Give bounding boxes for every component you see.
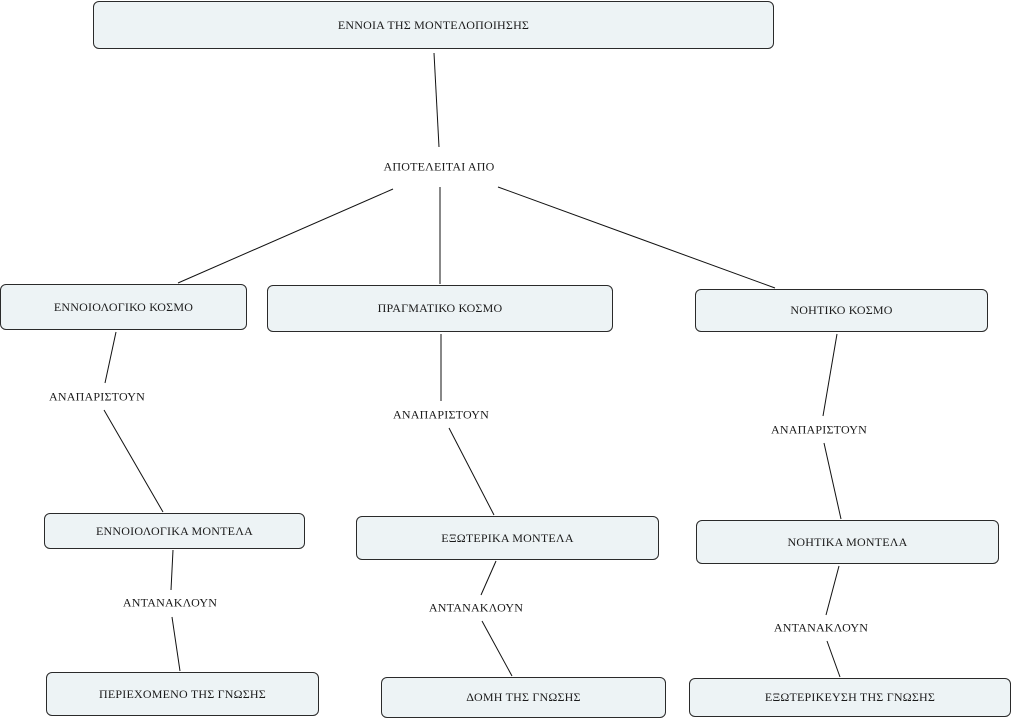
represent-linking-phrase-2: ΑΝΑΠΑΡΙΣΤΟΥΝ xyxy=(393,407,489,422)
conceptual-world-label: ΕΝΝΟΙΟΛΟΓΙΚΟ ΚΟΣΜΟ xyxy=(53,299,194,314)
knowledge-externalization-label: ΕΞΩΤΕΡΙΚΕΥΣΗ ΤΗΣ ΓΝΩΣΗΣ xyxy=(764,690,936,704)
conceptual-models-label: ΕΝΝΟΙΟΛΟΓΙΚΑ ΜΟΝΤΕΛΑ xyxy=(96,523,253,538)
connector-represent-to-conceptual-models xyxy=(103,409,164,513)
real-world-node[interactable]: ΠΡΑΓΜΑΤΙΚΟ ΚΟΣΜΟ xyxy=(267,285,613,332)
connector-reflect-to-knowledge-externalization xyxy=(826,640,841,678)
reflect-linking-phrase-3: ΑΝΤΑΝΑΚΛΟΥΝ xyxy=(773,620,869,635)
mental-world-node[interactable]: ΝΟΗΤΙΚΟ ΚΟΣΜΟ xyxy=(695,289,988,332)
root-linking-phrase: ΑΠΟΤΕΛΕΙΤΑΙ ΑΠΟ xyxy=(383,159,495,174)
root-concept-label: ΕΝΝΟΙΑ ΤΗΣ ΜΟΝΤΕΛΟΠΟΙΗΣΗΣ xyxy=(337,17,530,32)
conceptual-world-node[interactable]: ΕΝΝΟΙΟΛΟΓΙΚΟ ΚΟΣΜΟ xyxy=(0,284,247,330)
reflect-linking-phrase-1: ΑΝΤΑΝΑΚΛΟΥΝ xyxy=(122,595,218,610)
connector-mental-world-to-represent xyxy=(822,333,838,417)
connector-link-to-mental-world xyxy=(497,186,776,289)
connector-root-to-link xyxy=(433,52,440,148)
reflect-linking-phrase-2: ΑΝΤΑΝΑΚΛΟΥΝ xyxy=(428,600,524,615)
mental-models-label: ΝΟΗΤΙΚΑ ΜΟΝΤΕΛΑ xyxy=(787,534,908,549)
connector-reflect-to-knowledge-structure xyxy=(481,620,513,677)
represent-linking-phrase-3: ΑΝΑΠΑΡΙΣΤΟΥΝ xyxy=(771,422,867,437)
knowledge-content-node[interactable]: ΠΕΡΙΕΧΟΜΕΝΟ ΤΗΣ ΓΝΩΣΗΣ xyxy=(46,672,319,716)
external-models-node[interactable]: ΕΞΩΤΕΡΙΚΑ ΜΟΝΤΕΛΑ xyxy=(356,516,659,560)
mental-models-node[interactable]: ΝΟΗΤΙΚΑ ΜΟΝΤΕΛΑ xyxy=(696,520,999,564)
represent-linking-phrase-1: ΑΝΑΠΑΡΙΣΤΟΥΝ xyxy=(49,389,145,404)
external-models-label: ΕΞΩΤΕΡΙΚΑ ΜΟΝΤΕΛΑ xyxy=(441,530,574,545)
knowledge-structure-label: ΔΟΜΗ ΤΗΣ ΓΝΩΣΗΣ xyxy=(466,690,581,704)
connector-mental-models-to-reflect xyxy=(825,565,840,616)
connector-represent-to-external-models xyxy=(448,427,495,516)
knowledge-structure-node[interactable]: ΔΟΜΗ ΤΗΣ ΓΝΩΣΗΣ xyxy=(381,677,666,718)
knowledge-content-label: ΠΕΡΙΕΧΟΜΕΝΟ ΤΗΣ ΓΝΩΣΗΣ xyxy=(99,686,266,701)
root-concept-node[interactable]: ΕΝΝΟΙΑ ΤΗΣ ΜΟΝΤΕΛΟΠΟΙΗΣΗΣ xyxy=(93,1,774,49)
connector-external-models-to-reflect xyxy=(480,560,497,596)
connector-reflect-to-knowledge-content xyxy=(171,616,181,672)
knowledge-externalization-node[interactable]: ΕΞΩΤΕΡΙΚΕΥΣΗ ΤΗΣ ΓΝΩΣΗΣ xyxy=(689,678,1011,717)
mental-world-label: ΝΟΗΤΙΚΟ ΚΟΣΜΟ xyxy=(790,303,893,317)
real-world-label: ΠΡΑΓΜΑΤΙΚΟ ΚΟΣΜΟ xyxy=(377,301,503,315)
connector-conceptual-models-to-reflect xyxy=(170,549,174,591)
conceptual-models-node[interactable]: ΕΝΝΟΙΟΛΟΓΙΚΑ ΜΟΝΤΕΛΑ xyxy=(44,513,305,549)
connector-conceptual-world-to-represent xyxy=(104,331,117,384)
connector-represent-to-mental-models xyxy=(823,442,842,520)
connector-link-to-conceptual-world xyxy=(177,188,394,284)
